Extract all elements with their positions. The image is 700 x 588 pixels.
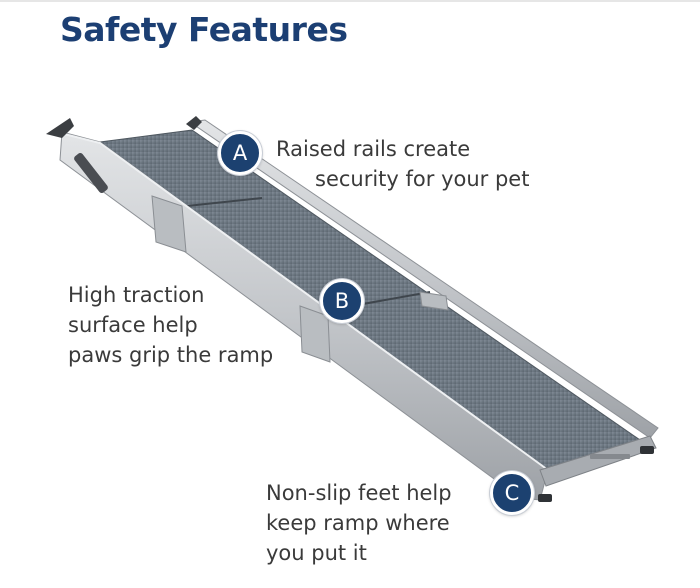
feature-a-line-1: Raised rails create	[276, 137, 471, 161]
feature-b-callout: High traction surface help paws grip the…	[68, 280, 273, 370]
top-divider	[0, 0, 700, 2]
feature-b-line-1: High traction	[68, 283, 205, 307]
hinge-sleeve-3	[419, 291, 449, 311]
feature-a-line-2: security for your pet	[315, 167, 530, 191]
feature-b-marker: B	[320, 279, 364, 323]
feature-c-line-3: you put it	[266, 541, 367, 565]
bottom-end-plate	[539, 435, 657, 487]
hinge-sleeve-1	[151, 195, 187, 253]
top-back-cap	[186, 116, 202, 130]
feature-c-callout: Non-slip feet help keep ramp where you p…	[266, 478, 452, 568]
top-end-cap	[46, 118, 74, 138]
carry-handle	[74, 153, 108, 193]
hinge-sleeve-2	[299, 305, 331, 363]
page-title: Safety Features	[60, 10, 348, 49]
feature-a-callout: Raised rails create security for your pe…	[276, 134, 529, 194]
non-slip-foot-1	[538, 494, 552, 502]
feature-c-line-1: Non-slip feet help	[266, 481, 452, 505]
non-slip-foot-2	[640, 446, 654, 454]
feature-b-line-2: surface help	[68, 313, 198, 337]
feature-b-line-3: paws grip the ramp	[68, 343, 274, 367]
bottom-lip	[590, 454, 630, 459]
feature-c-marker: C	[490, 471, 534, 515]
feature-c-line-2: keep ramp where	[266, 511, 450, 535]
feature-a-marker: A	[218, 131, 262, 175]
